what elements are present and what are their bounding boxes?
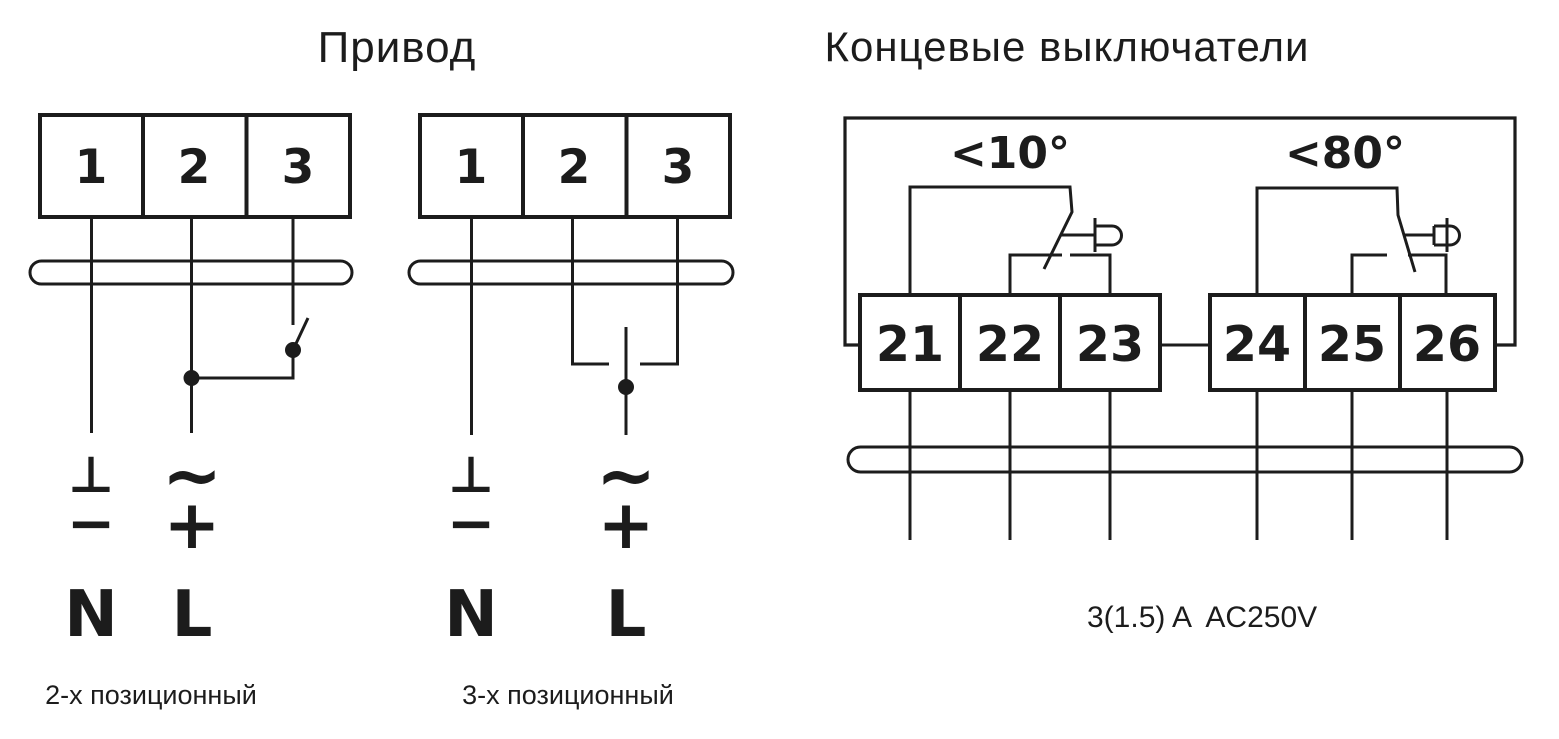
outer-loop-wire — [843, 116, 1517, 347]
switch-a-blade-wire — [908, 185, 1074, 295]
wiring-limit-switches — [843, 116, 1524, 540]
ac-symbol-2pos: ~ — [161, 433, 223, 517]
actuator-section-title: Привод — [317, 23, 477, 72]
terminal-3pos-2: 2 — [557, 140, 591, 195]
cable-grommet-icon — [407, 259, 735, 286]
angle-label-switch-b: <80° — [1284, 128, 1406, 179]
switch-b-blade-wire — [1255, 186, 1417, 295]
rating-label: 3(1.5) A AC250V — [1087, 601, 1318, 634]
line-label-2pos: L — [171, 578, 213, 652]
minus-symbol-3pos: − — [446, 489, 496, 557]
ground-symbol-2pos: ⊥ — [68, 446, 114, 504]
ac-symbol-3pos: ~ — [595, 433, 657, 517]
neutral-label-3pos: N — [444, 578, 498, 652]
wire-terminal3-contact — [640, 217, 679, 366]
terminal-3pos-3: 3 — [661, 140, 695, 195]
switch-a-contact-23 — [1070, 253, 1112, 295]
terminal-block-3pos — [418, 113, 732, 219]
junction-dot — [183, 370, 200, 386]
junction-dot — [618, 379, 634, 395]
switch-a-contact-22 — [1008, 253, 1062, 295]
caption-2pos: 2-х позиционный — [45, 680, 257, 710]
terminal-2pos-3: 3 — [281, 140, 315, 195]
plus-symbol-2pos: + — [163, 486, 221, 565]
terminal-block-2pos — [38, 113, 352, 219]
ground-symbol-3pos: ⊥ — [448, 446, 494, 504]
plus-symbol-3pos: + — [597, 486, 655, 565]
terminal-2pos-1: 1 — [74, 140, 108, 195]
switch-link-wire — [191, 350, 295, 380]
cable-grommet-icon — [846, 445, 1524, 474]
terminal-25: 25 — [1317, 316, 1387, 373]
terminal-22: 22 — [975, 316, 1045, 373]
angle-label-switch-a: <10° — [949, 128, 1071, 179]
caption-3pos: 3-х позиционный — [462, 680, 674, 710]
terminal-2pos-2: 2 — [177, 140, 211, 195]
switch-b-plunger-head-icon — [1432, 224, 1461, 247]
switch-b-contact-25 — [1350, 253, 1387, 295]
minus-symbol-2pos: − — [66, 489, 116, 557]
wire-terminal2-contact — [571, 217, 609, 366]
switch-b-contact-26 — [1408, 253, 1448, 295]
line-label-3pos: L — [605, 578, 647, 652]
limit-switch-section-title: Концевые выключатели — [824, 23, 1310, 70]
switch-a-plunger-head-icon — [1095, 224, 1123, 247]
terminal-3pos-1: 1 — [454, 140, 488, 195]
switch-contact-dot — [285, 342, 301, 358]
neutral-label-2pos: N — [64, 578, 118, 652]
wiring-3pos — [407, 113, 735, 435]
cable-grommet-icon — [28, 259, 354, 286]
terminal-21: 21 — [875, 316, 945, 373]
wiring-2pos — [28, 113, 354, 433]
terminal-26: 26 — [1412, 316, 1482, 373]
terminal-23: 23 — [1075, 316, 1145, 373]
terminal-24: 24 — [1222, 316, 1292, 373]
